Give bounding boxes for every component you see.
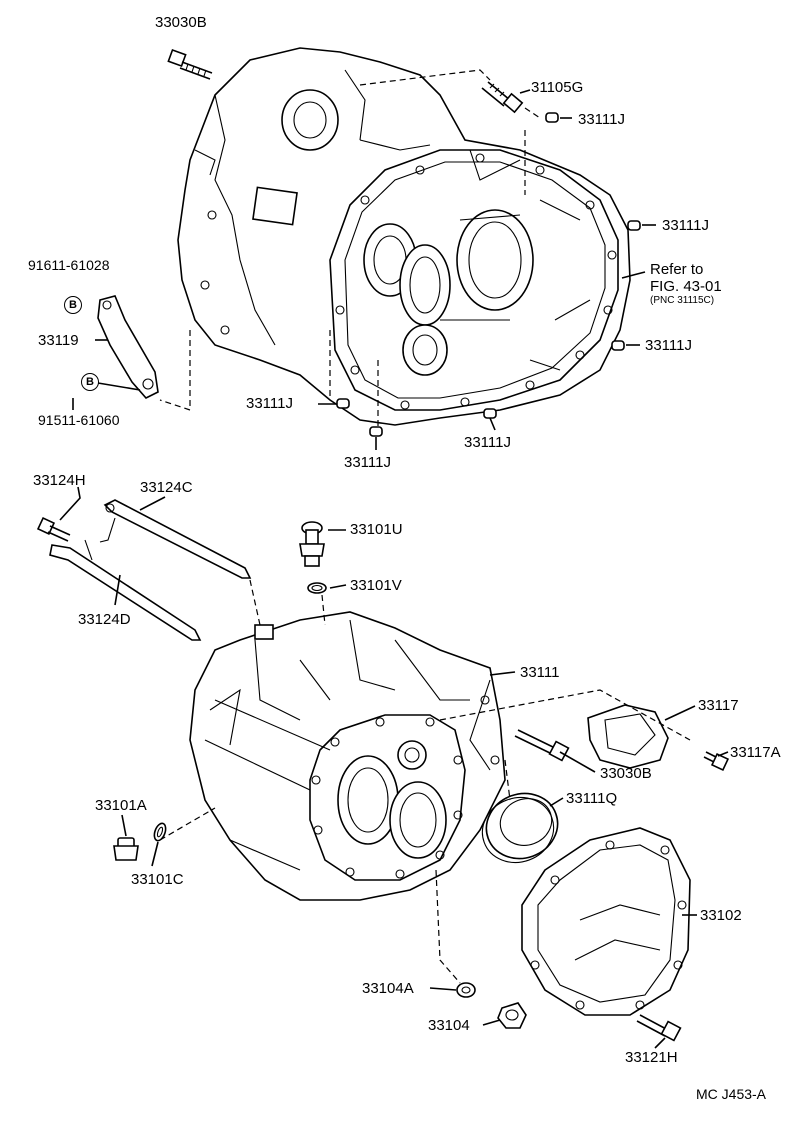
diagram-code: MC J453-A: [696, 1086, 767, 1102]
gasket-33101C: [153, 822, 167, 842]
refer-fig-text: FIG. 43-01: [650, 278, 722, 295]
label-33111: 33111: [520, 664, 560, 681]
oil-seal-33111Q: [481, 792, 559, 864]
label-33030B-top: 33030B: [155, 14, 207, 31]
bolt-33030B-lower: [514, 729, 570, 762]
plug-33104: [497, 1002, 527, 1029]
label-33111J-f: 33111J: [464, 434, 511, 451]
label-33124H: 33124H: [33, 472, 86, 489]
lower-leaders: [59, 486, 729, 1049]
label-33111J-a: 33111J: [578, 111, 625, 128]
cover-33117: [587, 704, 669, 769]
label-33101C: 33101C: [131, 871, 184, 888]
plug-33101A: [113, 837, 139, 861]
label-33101A: 33101A: [95, 797, 147, 814]
transaxle-case-33111: [189, 611, 506, 901]
bolt-33121H: [636, 1014, 682, 1042]
refer-to-text: Refer to: [650, 261, 704, 278]
label-31105G: 31105G: [531, 79, 584, 96]
label-33124D: 33124D: [78, 611, 131, 628]
bracket-33119: [97, 295, 159, 399]
extension-housing-33102: [521, 827, 691, 1016]
label-33111J-e: 33111J: [344, 454, 391, 471]
label-33101U: 33101U: [350, 521, 403, 538]
label-33121H: 33121H: [625, 1049, 678, 1066]
gasket-33104A: [456, 982, 476, 998]
label-33124C: 33124C: [140, 479, 193, 496]
upper-leaders: [72, 69, 656, 450]
refer-pnc-text: (PNC 31115C): [650, 295, 715, 306]
label-91611-61028: 91611-61028: [28, 257, 110, 273]
badge-b-bottom: B: [81, 373, 99, 391]
label-33030B-lower: 33030B: [600, 765, 652, 782]
gasket-33101V: [307, 582, 327, 594]
label-33102: 33102: [700, 907, 742, 924]
shift-rods-33124: [36, 499, 252, 641]
badge-b-top: B: [64, 296, 82, 314]
label-33104: 33104: [428, 1017, 470, 1034]
dowel-pins-33111J: [336, 112, 641, 437]
label-33111J-d: 33111J: [246, 395, 293, 412]
label-33117A: 33117A: [730, 744, 781, 761]
label-33117: 33117: [698, 697, 739, 714]
clutch-housing-33111-upper: [177, 47, 631, 426]
label-33119: 33119: [38, 332, 79, 349]
label-33111J-c: 33111J: [645, 337, 692, 354]
breather-33101U: [299, 521, 325, 567]
label-33104A: 33104A: [362, 980, 414, 997]
bolt-33117A: [703, 751, 730, 772]
label-33111J-b: 33111J: [662, 217, 709, 234]
label-91511-61060: 91511-61060: [38, 412, 120, 428]
bolt-33030B-top: [167, 48, 213, 80]
label-33101V: 33101V: [350, 577, 402, 594]
label-33111Q: 33111Q: [566, 790, 618, 807]
bolt-31105G: [481, 81, 524, 114]
